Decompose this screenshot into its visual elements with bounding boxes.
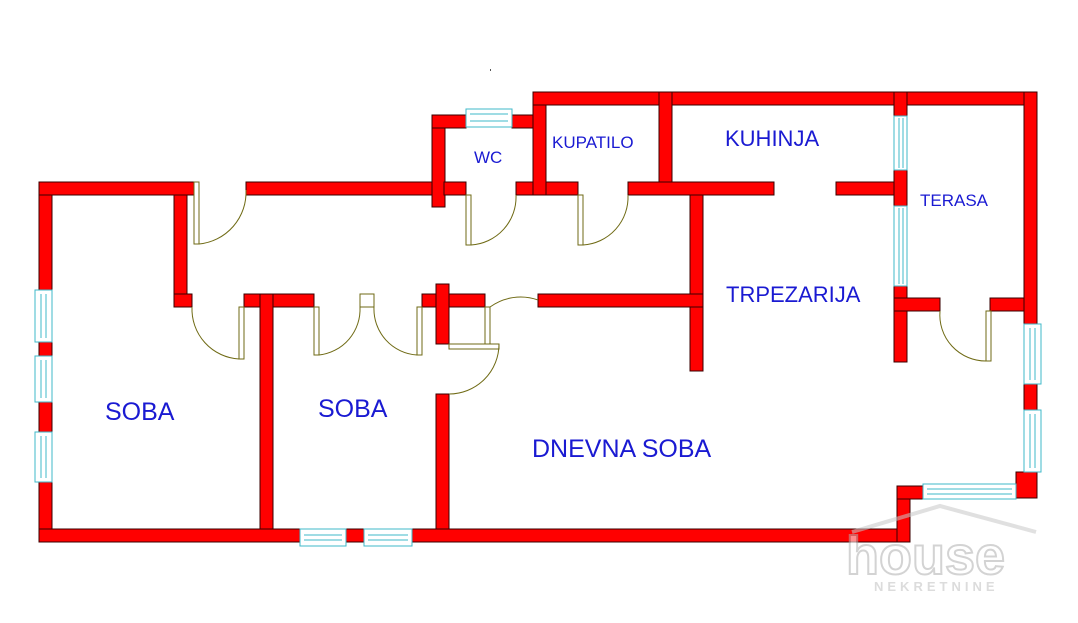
wall-left-outer-pier-1 [38, 341, 53, 357]
door-soba-middle-post [359, 293, 375, 308]
label-wc: WC [474, 148, 502, 167]
wall-wc-left [431, 114, 446, 208]
door-corridor-top [193, 181, 247, 245]
wall-terasa-left-mid [893, 169, 908, 207]
logo-subtitle: NEKRETNINE [874, 579, 999, 594]
wall-wc-bottom-stub [443, 181, 467, 196]
stray-dot [490, 69, 491, 71]
window-terasa-upper [893, 115, 908, 171]
wall-corridor-bottom-right [537, 293, 704, 308]
window-right-2 [1023, 409, 1042, 473]
wall-top-corridor [245, 181, 445, 196]
window-left-3 [34, 431, 53, 483]
wall-terasa-left-top [893, 91, 908, 117]
door-terasa [939, 310, 992, 362]
door-soba-left [191, 306, 245, 360]
wall-left-outer [38, 181, 53, 291]
wall-bottom-step-top [896, 485, 924, 500]
door-soba-middle-right [373, 306, 423, 356]
wall-right-pier [1023, 383, 1038, 411]
wall-corridor-bottom-left-stub [173, 293, 193, 308]
wall-kupatilo-kuhinja-divider [658, 91, 673, 196]
label-soba-middle: SOBA [318, 395, 388, 423]
wall-wc-kupatilo-divider [532, 91, 547, 196]
label-dnevna-soba: DNEVNA SOBA [532, 435, 712, 463]
wall-top-left [38, 181, 195, 196]
watermark-logo: house NEKRETNINE [845, 503, 1037, 594]
door-wc [465, 194, 517, 246]
window-bottom-1 [299, 528, 347, 547]
wall-kupatilo-bottom [627, 181, 775, 196]
label-kupatilo: KUPATILO [552, 133, 634, 152]
wall-terasa-left-low [893, 285, 908, 363]
logo-brand: house [846, 526, 1005, 586]
wall-right-outer [1023, 91, 1038, 325]
label-trpezarija: TRPEZARIJA [726, 282, 861, 307]
window-bottom-right [922, 483, 1017, 500]
label-terasa: TERASA [920, 191, 989, 210]
wall-top-right [532, 91, 1038, 106]
door-soba-middle-left [313, 306, 361, 356]
window-terasa-lower [893, 205, 908, 287]
wall-trpezarija-left [689, 194, 704, 372]
windows [34, 108, 1042, 547]
window-left-2 [34, 355, 53, 403]
wall-right-corner [1015, 471, 1038, 499]
wall-dnevna-left [435, 393, 450, 543]
window-right-1 [1023, 323, 1042, 385]
label-kuhinja: KUHINJA [725, 126, 819, 151]
door-kupatilo [577, 194, 629, 246]
door-dnevna-soba [448, 296, 539, 395]
window-wc [465, 108, 513, 128]
window-left-1 [34, 289, 53, 343]
wall-wc-top-left [431, 114, 467, 129]
doors [191, 181, 992, 395]
wall-bottom-right [411, 528, 911, 543]
wall-corridor-bottom-mid [243, 293, 315, 308]
room-labels: WC KUPATILO KUHINJA TERASA TRPEZARIJA SO… [105, 126, 989, 463]
wall-soba-divider [259, 293, 274, 543]
walls [38, 91, 1038, 543]
wall-terasa-bottom-left [893, 297, 941, 312]
window-bottom-2 [363, 528, 413, 547]
label-soba-left: SOBA [105, 398, 175, 426]
wall-wc-bottom-right [515, 181, 579, 196]
wall-left-outer-pier-2 [38, 401, 53, 433]
wall-corridor-left [173, 194, 188, 308]
wall-bottom-pier [345, 528, 365, 543]
wall-bottom-left [38, 528, 301, 543]
logo-roof [851, 503, 1037, 534]
wall-corridor-post [435, 283, 450, 345]
wall-corridor-bottom-pier [421, 293, 486, 308]
